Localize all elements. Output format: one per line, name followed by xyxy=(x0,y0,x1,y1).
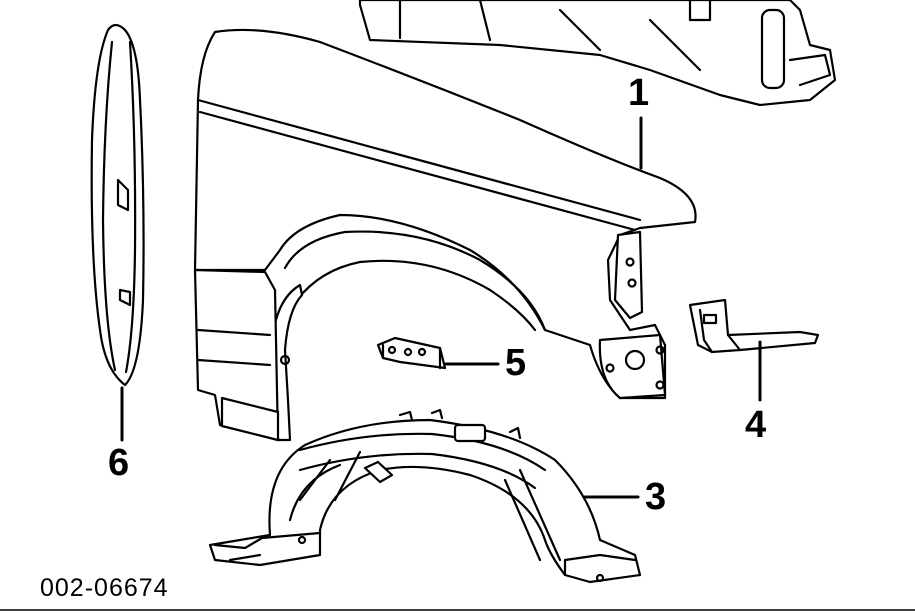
callout-4: 4 xyxy=(745,404,767,446)
bracket-part-4 xyxy=(688,298,820,354)
reinforcement-part-5 xyxy=(376,336,447,370)
radiator-support-partial xyxy=(358,0,837,107)
callout-6: 6 xyxy=(108,442,130,484)
fender-part-1 xyxy=(193,28,697,442)
figure-id-label: 002-06674 xyxy=(40,574,169,602)
callout-3: 3 xyxy=(645,476,667,518)
callout-1: 1 xyxy=(628,72,650,114)
seal-strip-part-6 xyxy=(90,23,145,387)
leader-lines xyxy=(120,116,762,499)
callout-5: 5 xyxy=(505,342,527,384)
splash-shield-part-3 xyxy=(208,408,642,584)
